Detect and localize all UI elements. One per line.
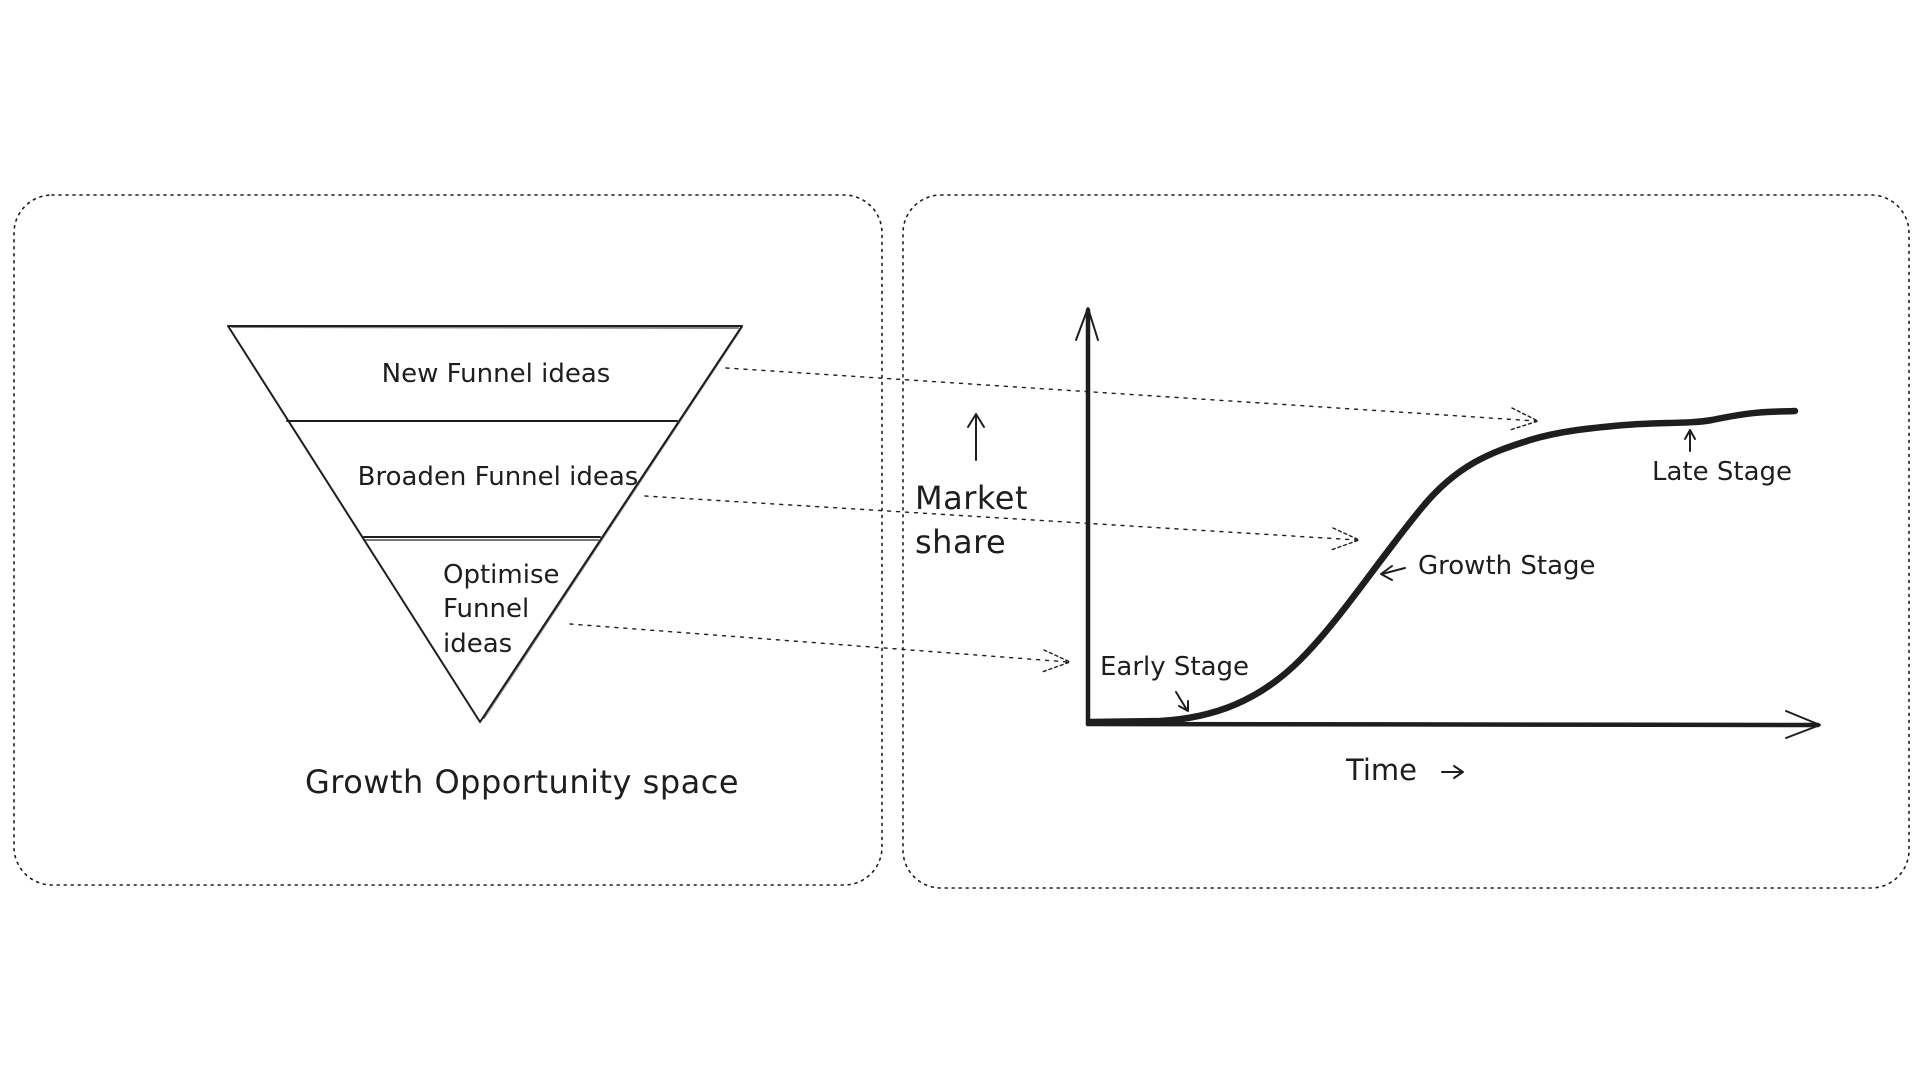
y-label-line-2: share — [915, 523, 1006, 561]
y-axis-label: Market share — [915, 413, 1028, 561]
connector-broaden-to-growth — [644, 495, 1361, 551]
s-curve-chart: Market share Time Early Stage Growth Sta… — [915, 307, 1821, 787]
connector-arrows — [569, 367, 1540, 673]
funnel-outline-sketch — [231, 326, 743, 719]
growth-stage-annotation: Growth Stage — [1380, 551, 1596, 581]
x-axis-arrowhead — [1785, 710, 1821, 739]
funnel-level-new: New Funnel ideas — [382, 359, 611, 389]
x-label-text: Time — [1345, 753, 1417, 787]
growth-stage-label: Growth Stage — [1418, 551, 1596, 581]
y-axis-arrowhead — [1075, 307, 1099, 341]
early-stage-label: Early Stage — [1100, 652, 1249, 682]
y-label-arrow-head — [967, 413, 985, 428]
funnel-level-optimise-line-3: ideas — [443, 629, 512, 659]
x-label-arrow-head — [1453, 765, 1464, 779]
funnel-level-optimise-line-2: Funnel — [443, 594, 529, 624]
funnel-level-broaden: Broaden Funnel ideas — [358, 462, 639, 492]
funnel-diagram: New Funnel ideas Broaden Funnel ideas Op… — [227, 325, 743, 801]
y-label-line-1: Market — [915, 479, 1028, 517]
funnel-caption: Growth Opportunity space — [305, 763, 739, 801]
x-axis — [1085, 721, 1821, 728]
connector-optimise-to-early — [569, 623, 1072, 673]
funnel-panel-frame — [13, 194, 883, 886]
s-curve-line — [1086, 407, 1799, 726]
x-axis-label: Time — [1345, 753, 1464, 787]
late-stage-annotation: Late Stage — [1652, 429, 1792, 487]
funnel-level-optimise-line-1: Optimise — [443, 560, 559, 590]
connector-new-to-late — [725, 367, 1540, 431]
late-stage-label: Late Stage — [1652, 457, 1792, 487]
early-stage-annotation: Early Stage — [1100, 652, 1249, 712]
